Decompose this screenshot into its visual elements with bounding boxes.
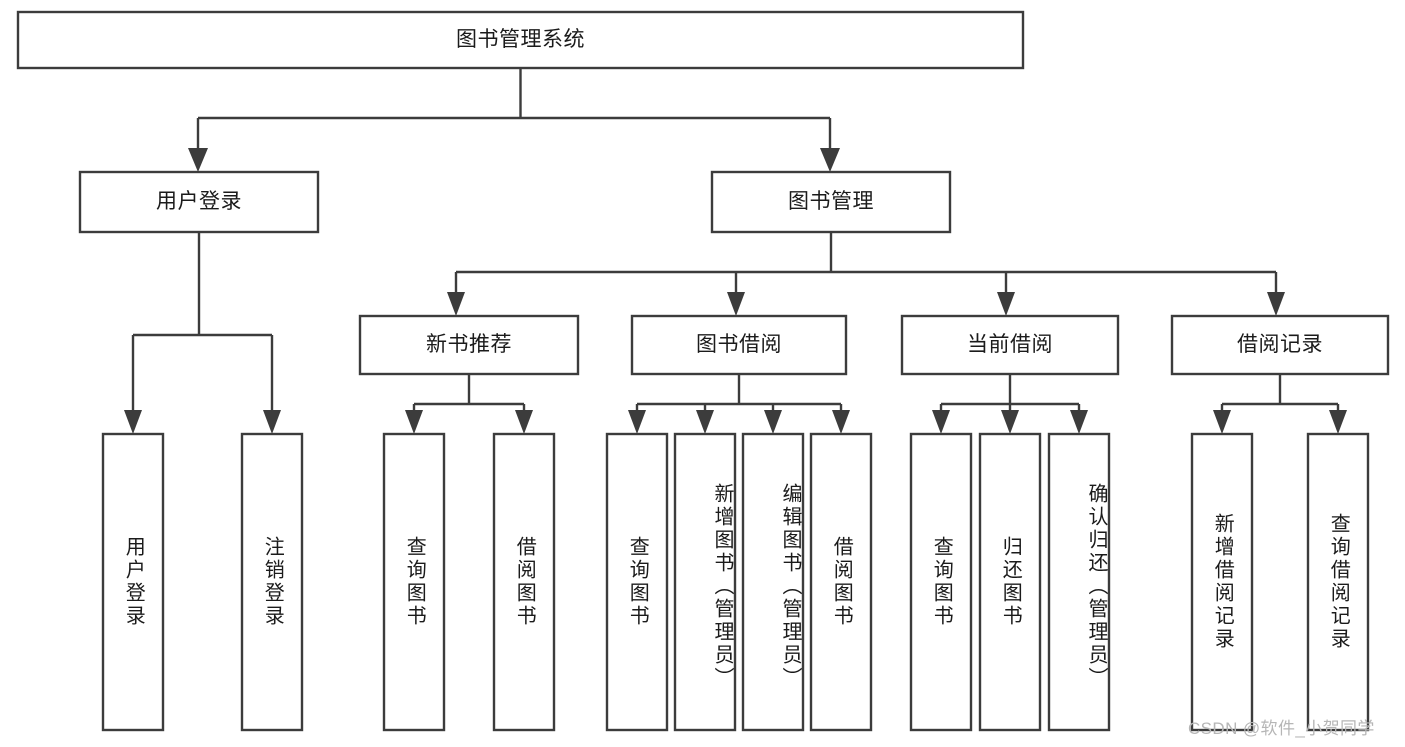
arrow-head-new-book <box>447 292 465 316</box>
arrow-head-book-manage <box>820 148 840 172</box>
arrow-head-bb-leaf2 <box>696 410 714 434</box>
arrow-head-leaf-logout <box>263 410 281 434</box>
csdn-watermark: CSDN @软件_小贺同学 <box>1188 719 1375 738</box>
arrow-head-current-borrow <box>997 292 1015 316</box>
node-new-book-recommend-box[interactable] <box>358 314 580 376</box>
node-leaf-nb-query-book-box[interactable] <box>382 432 446 732</box>
node-leaf-cb-query-book-box[interactable] <box>909 432 973 732</box>
arrow-head-bb-leaf3 <box>764 410 782 434</box>
node-leaf-br-add-record-box[interactable] <box>1190 432 1254 732</box>
arrow-head-cb-leaf3 <box>1070 410 1088 434</box>
node-leaf-user-login-box[interactable] <box>101 432 165 732</box>
arrow-head-nb-leaf1 <box>405 410 423 434</box>
node-leaf-nb-borrow-book-box[interactable] <box>492 432 556 732</box>
arrow-head-cb-leaf1 <box>932 410 950 434</box>
node-leaf-bb-add-book-box[interactable] <box>673 432 737 732</box>
node-leaf-logout-box[interactable] <box>240 432 304 732</box>
node-leaf-br-query-record-box[interactable] <box>1306 432 1370 732</box>
node-root-box[interactable] <box>16 10 1025 70</box>
arrow-head-br-leaf2 <box>1329 410 1347 434</box>
arrow-head-borrow-record <box>1267 292 1285 316</box>
arrow-head-leaf-user-login <box>124 410 142 434</box>
arrow-head-bb-leaf4 <box>832 410 850 434</box>
node-book-manage-box[interactable] <box>710 170 952 234</box>
node-leaf-cb-confirm-return-box[interactable] <box>1047 432 1111 732</box>
arrow-head-bb-leaf1 <box>628 410 646 434</box>
node-borrow-record-box[interactable] <box>1170 314 1390 376</box>
arrow-head-user-login <box>188 148 208 172</box>
node-leaf-bb-edit-book-box[interactable] <box>741 432 805 732</box>
arrow-head-cb-leaf2 <box>1001 410 1019 434</box>
node-leaf-bb-borrow-book-box[interactable] <box>809 432 873 732</box>
arrow-head-book-borrow <box>727 292 745 316</box>
node-leaf-cb-return-book-box[interactable] <box>978 432 1042 732</box>
node-current-borrow-box[interactable] <box>900 314 1120 376</box>
node-leaf-bb-query-book-box[interactable] <box>605 432 669 732</box>
arrow-head-br-leaf1 <box>1213 410 1231 434</box>
node-book-borrow-box[interactable] <box>630 314 848 376</box>
arrow-head-nb-leaf2 <box>515 410 533 434</box>
node-user-login-box[interactable] <box>78 170 320 234</box>
